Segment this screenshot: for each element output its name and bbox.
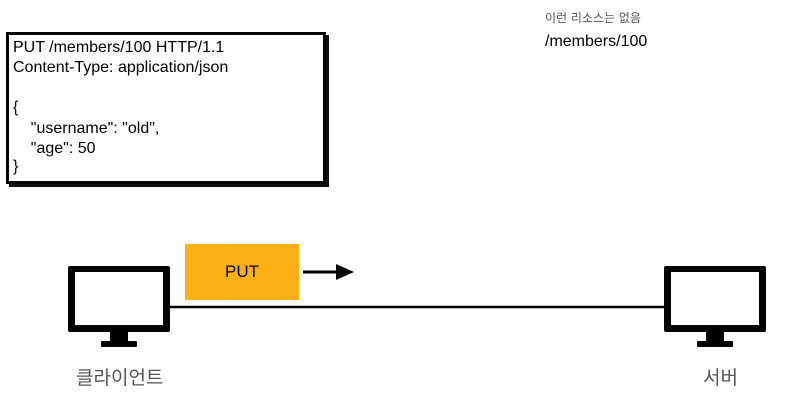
resource-missing-note: 이런 리소스는 없음: [545, 11, 641, 25]
method-box: PUT: [185, 244, 299, 300]
json-age: "age": 50: [13, 140, 96, 157]
request-line: PUT /members/100 HTTP/1.1: [13, 39, 225, 56]
client-label: 클라이언트: [76, 367, 164, 389]
json-open-brace: {: [13, 99, 19, 116]
server-monitor-icon: [664, 266, 766, 347]
server-label: 서버: [703, 367, 738, 389]
arrow-icon: [303, 264, 354, 280]
json-close-brace: }: [13, 158, 19, 175]
resource-path: /members/100: [545, 33, 648, 50]
http-request-box: PUT /members/100 HTTP/1.1 Content-Type: …: [6, 32, 326, 184]
method-label: PUT: [225, 262, 259, 281]
json-username: "username": "old",: [13, 120, 160, 137]
client-monitor-icon: [68, 266, 170, 347]
content-type-header: Content-Type: application/json: [13, 59, 229, 76]
